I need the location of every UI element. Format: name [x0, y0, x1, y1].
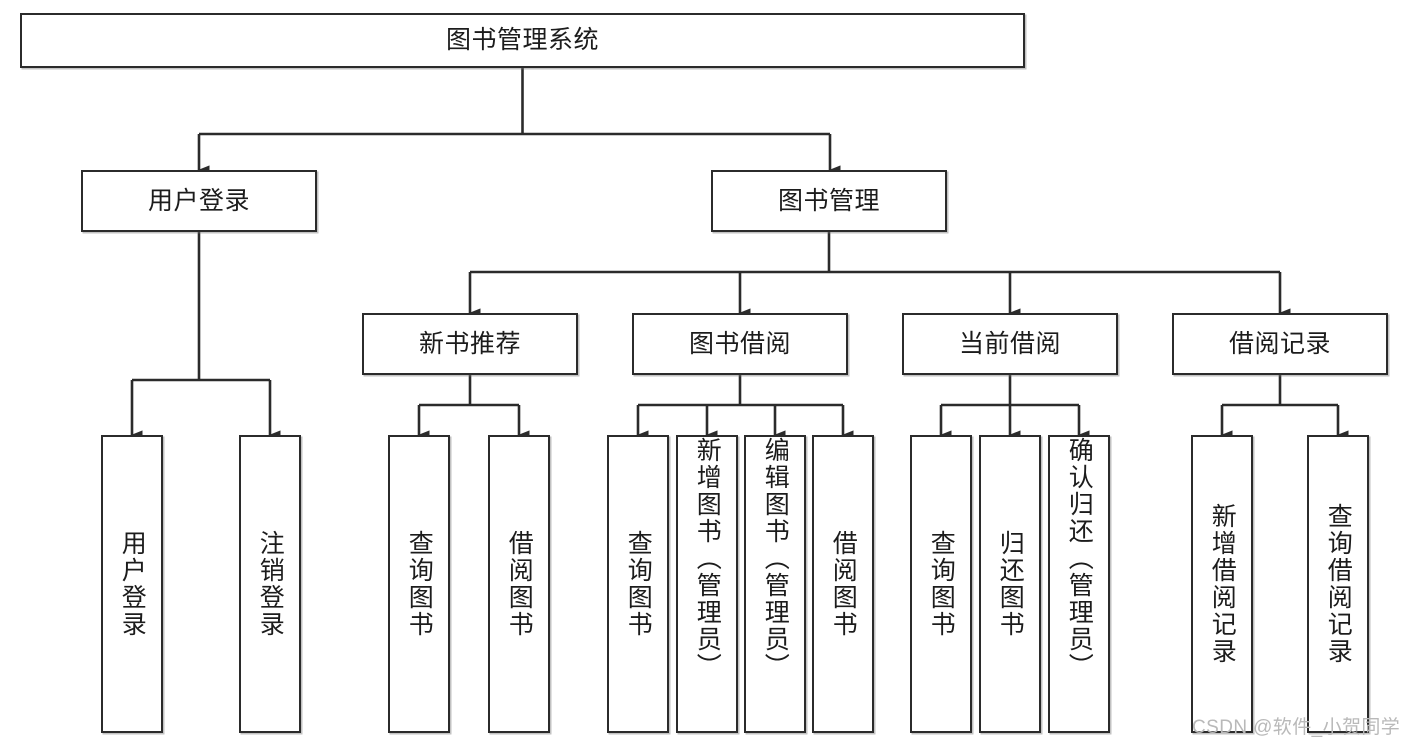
- node-leaf-confirm-return[interactable]: 确认归还（管理员）: [1048, 435, 1110, 733]
- node-leaf-user-login[interactable]: 用户登录: [101, 435, 163, 733]
- node-leaf-return-book[interactable]: 归还图书: [979, 435, 1041, 733]
- node-label: 借阅图书: [505, 530, 534, 638]
- node-book-borrow[interactable]: 图书借阅: [632, 313, 848, 375]
- node-leaf-borrow-book-2[interactable]: 借阅图书: [812, 435, 874, 733]
- node-leaf-query-book-2[interactable]: 查询图书: [607, 435, 669, 733]
- node-leaf-add-book[interactable]: 新增图书（管理员）: [676, 435, 738, 733]
- node-label: 查询图书: [624, 530, 653, 638]
- node-label: 查询图书: [405, 530, 434, 638]
- node-label: 用户登录: [147, 186, 250, 215]
- node-label: 新书推荐: [418, 329, 521, 358]
- node-label: 图书借阅: [688, 329, 791, 358]
- node-borrow-record[interactable]: 借阅记录: [1172, 313, 1388, 375]
- node-leaf-borrow-book-1[interactable]: 借阅图书: [488, 435, 550, 733]
- node-label: 注销登录: [256, 530, 285, 638]
- node-label: 查询图书: [927, 530, 956, 638]
- node-label: 查询借阅记录: [1324, 503, 1353, 665]
- node-leaf-edit-book[interactable]: 编辑图书（管理员）: [744, 435, 806, 733]
- node-leaf-logout-login[interactable]: 注销登录: [239, 435, 301, 733]
- node-book-manage[interactable]: 图书管理: [711, 170, 947, 232]
- node-root-system[interactable]: 图书管理系统: [20, 13, 1025, 68]
- node-label: 借阅记录: [1228, 329, 1331, 358]
- node-label: 归还图书: [996, 530, 1025, 638]
- node-label: 用户登录: [118, 530, 147, 638]
- node-label: 图书管理: [777, 186, 880, 215]
- node-label: 编辑图书（管理员）: [761, 437, 790, 680]
- node-current-borrow[interactable]: 当前借阅: [902, 313, 1118, 375]
- node-label: 当前借阅: [958, 329, 1061, 358]
- csdn-watermark: CSDN @软件_小贺同学: [1192, 717, 1401, 738]
- node-label: 新增图书（管理员）: [693, 437, 722, 680]
- node-new-book-recommend[interactable]: 新书推荐: [362, 313, 578, 375]
- node-label: 确认归还（管理员）: [1065, 437, 1094, 680]
- node-label: 借阅图书: [829, 530, 858, 638]
- node-label: 新增借阅记录: [1208, 503, 1237, 665]
- node-user-login[interactable]: 用户登录: [81, 170, 317, 232]
- node-leaf-query-record[interactable]: 查询借阅记录: [1307, 435, 1369, 733]
- node-label: 图书管理系统: [445, 26, 599, 54]
- node-leaf-query-book-1[interactable]: 查询图书: [388, 435, 450, 733]
- node-leaf-query-book-3[interactable]: 查询图书: [910, 435, 972, 733]
- node-leaf-add-record[interactable]: 新增借阅记录: [1191, 435, 1253, 733]
